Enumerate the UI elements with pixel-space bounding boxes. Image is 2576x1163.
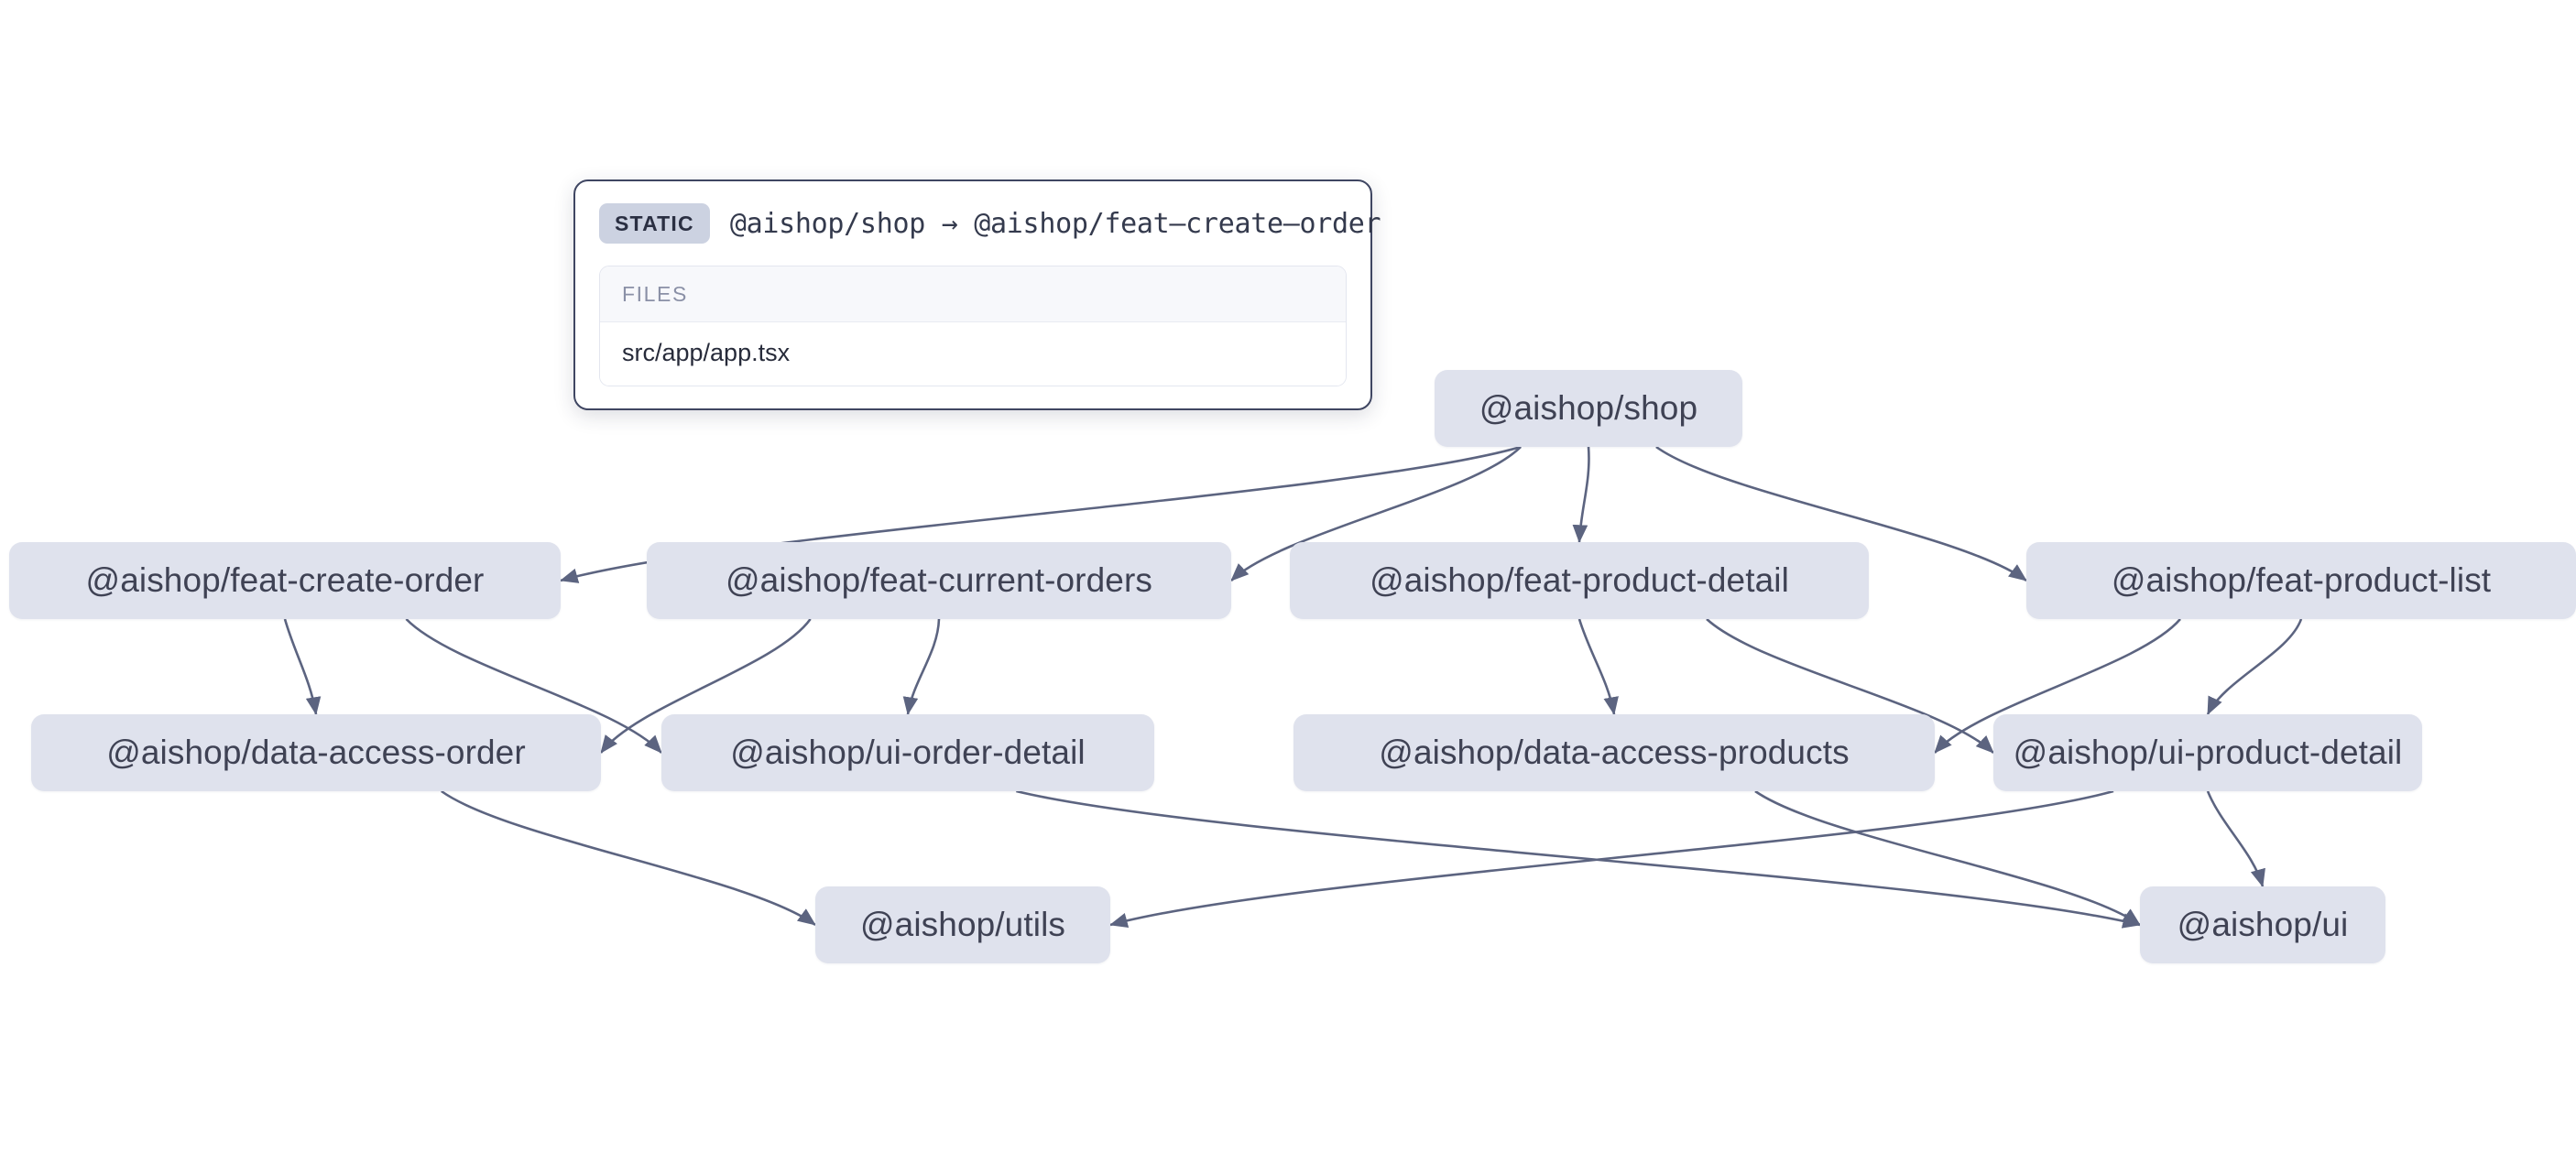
graph-node-shop[interactable]: @aishop/shop — [1435, 370, 1742, 447]
graph-node-feat-product-list[interactable]: @aishop/feat-product-list — [2026, 542, 2576, 619]
graph-node-label: @aishop/feat-current-orders — [726, 561, 1152, 599]
graph-edge-shop-to-feat-product-detail[interactable] — [1572, 446, 1590, 544]
graph-node-label: @aishop/data-access-order — [106, 734, 526, 771]
graph-node-utils[interactable]: @aishop/utils — [815, 886, 1110, 963]
static-badge: STATIC — [599, 203, 710, 244]
graph-node-label: @aishop/ui-product-detail — [2013, 734, 2403, 771]
graph-edge-data-access-order-to-utils[interactable] — [441, 789, 816, 927]
edge-title: @aishop/shop → @aishop/feat–create–order — [729, 207, 1381, 240]
graph-node-data-access-order[interactable]: @aishop/data-access-order — [31, 714, 601, 791]
graph-node-feat-current-orders[interactable]: @aishop/feat-current-orders — [647, 542, 1231, 619]
graph-edge-data-access-products-to-ui[interactable] — [1754, 789, 2141, 927]
file-row[interactable]: src/app/app.tsx — [600, 322, 1346, 386]
graph-node-ui-order-detail[interactable]: @aishop/ui-order-detail — [661, 714, 1154, 791]
graph-edge-ui-product-detail-to-utils[interactable] — [1108, 789, 2114, 929]
graph-node-ui-product-detail[interactable]: @aishop/ui-product-detail — [1993, 714, 2422, 791]
popover-header: STATIC @aishop/shop → @aishop/feat–creat… — [599, 203, 1381, 244]
graph-edge-feat-create-order-to-data-access-order[interactable] — [283, 618, 322, 716]
graph-node-data-access-products[interactable]: @aishop/data-access-products — [1293, 714, 1935, 791]
graph-edge-feat-product-detail-to-data-access-products[interactable] — [1577, 618, 1619, 716]
graph-node-ui[interactable]: @aishop/ui — [2140, 886, 2385, 963]
graph-edge-ui-order-detail-to-ui[interactable] — [1016, 789, 2142, 929]
graph-node-label: @aishop/shop — [1479, 389, 1698, 427]
graph-node-label: @aishop/data-access-products — [1379, 734, 1850, 771]
graph-node-label: @aishop/utils — [860, 906, 1065, 943]
graph-node-label: @aishop/feat-create-order — [85, 561, 485, 599]
graph-edge-feat-product-list-to-ui-product-detail[interactable] — [2206, 618, 2303, 715]
graph-node-feat-create-order[interactable]: @aishop/feat-create-order — [9, 542, 561, 619]
graph-node-label: @aishop/ui-order-detail — [730, 734, 1086, 771]
graph-edge-ui-product-detail-to-ui[interactable] — [2206, 790, 2265, 888]
graph-node-feat-product-detail[interactable]: @aishop/feat-product-detail — [1290, 542, 1869, 619]
edge-detail-popover[interactable]: STATIC @aishop/shop → @aishop/feat–creat… — [573, 179, 1381, 410]
graph-edge-feat-current-orders-to-ui-order-detail[interactable] — [902, 618, 941, 716]
graph-node-label: @aishop/feat-product-list — [2111, 561, 2492, 599]
files-panel: FILES src/app/app.tsx — [599, 266, 1347, 386]
graph-node-label: @aishop/feat-product-detail — [1370, 561, 1789, 599]
graph-node-label: @aishop/ui — [2177, 906, 2349, 943]
files-header-label: FILES — [600, 266, 1346, 322]
